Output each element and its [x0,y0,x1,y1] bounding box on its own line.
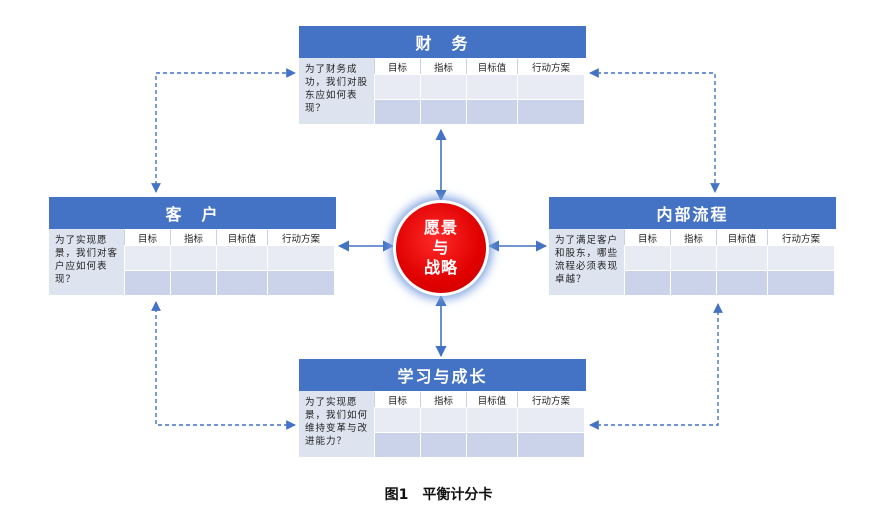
table-cell [716,270,767,295]
header-goal: 目标 [124,229,170,245]
dashed-arrow-finance-process [589,68,720,193]
finance-table: 目标 指标 目标值 行动方案 [374,58,586,124]
header-action: 行动方案 [517,58,584,74]
header-action: 行动方案 [517,391,584,407]
table-cell [670,270,716,295]
table-cell [466,74,517,99]
table-cell [466,99,517,124]
table-cell [216,245,267,270]
learning-table: 目标 指标 目标值 行动方案 [374,391,586,457]
table-cell [670,245,716,270]
table-cell [420,432,466,457]
center-line-1: 愿景 [423,218,458,237]
dashed-arrow-customer-finance [151,68,296,193]
customer-title: 客 户 [49,197,336,229]
header-indicator: 指标 [420,391,466,407]
learning-question: 为了实现愿景，我们如何维持变革与改进能力？ [299,391,374,457]
header-action: 行动方案 [767,229,834,245]
center-line-3: 战略 [423,258,458,277]
customer-card: 客 户 为了实现愿景，我们对客户应如何表现？ 目标 指标 目标值 行动方案 [49,197,336,295]
finance-question: 为了财务成功，我们对股东应如何表现？ [299,58,374,124]
table-cell [420,74,466,99]
header-target: 目标值 [466,58,517,74]
customer-table: 目标 指标 目标值 行动方案 [124,229,336,295]
table-cell [374,432,420,457]
learning-title: 学习与成长 [299,359,586,391]
header-indicator: 指标 [420,58,466,74]
learning-card: 学习与成长 为了实现愿景，我们如何维持变革与改进能力？ 目标 指标 目标值 行动… [299,359,586,457]
table-cell [624,245,670,270]
table-cell [216,270,267,295]
header-target: 目标值 [466,391,517,407]
table-cell [517,74,584,99]
header-goal: 目标 [624,229,670,245]
table-cell [170,270,216,295]
center-line-2: 与 [432,238,450,257]
table-cell [124,270,170,295]
header-action: 行动方案 [267,229,334,245]
finance-card: 财 务 为了财务成功，我们对股东应如何表现？ 目标 指标 目标值 行动方案 [299,26,586,124]
figure-caption: 图1 平衡计分卡 [384,487,493,503]
header-indicator: 指标 [670,229,716,245]
vision-strategy-circle: 愿景 与 战略 [396,203,486,293]
table-cell [517,407,584,432]
process-card: 内部流程 为了满足客户和股东，哪些流程必须表现卓越？ 目标 指标 目标值 行动方… [549,197,836,295]
dashed-arrow-process-learning [589,303,723,430]
table-cell [374,74,420,99]
header-goal: 目标 [374,391,420,407]
table-cell [374,99,420,124]
process-title: 内部流程 [549,197,836,229]
process-table: 目标 指标 目标值 行动方案 [624,229,836,295]
header-target: 目标值 [216,229,267,245]
table-cell [767,245,834,270]
customer-question: 为了实现愿景，我们对客户应如何表现？ [49,229,124,295]
process-question: 为了满足客户和股东，哪些流程必须表现卓越？ [549,229,624,295]
header-target: 目标值 [716,229,767,245]
finance-title: 财 务 [299,26,586,58]
table-cell [374,407,420,432]
table-cell [466,432,517,457]
header-goal: 目标 [374,58,420,74]
table-cell [170,245,216,270]
dashed-arrow-learning-customer [151,301,296,430]
table-cell [267,270,334,295]
table-cell [420,99,466,124]
table-cell [517,99,584,124]
table-cell [517,432,584,457]
table-cell [124,245,170,270]
header-indicator: 指标 [170,229,216,245]
table-cell [267,245,334,270]
table-cell [624,270,670,295]
table-cell [466,407,517,432]
table-cell [716,245,767,270]
table-cell [767,270,834,295]
table-cell [420,407,466,432]
